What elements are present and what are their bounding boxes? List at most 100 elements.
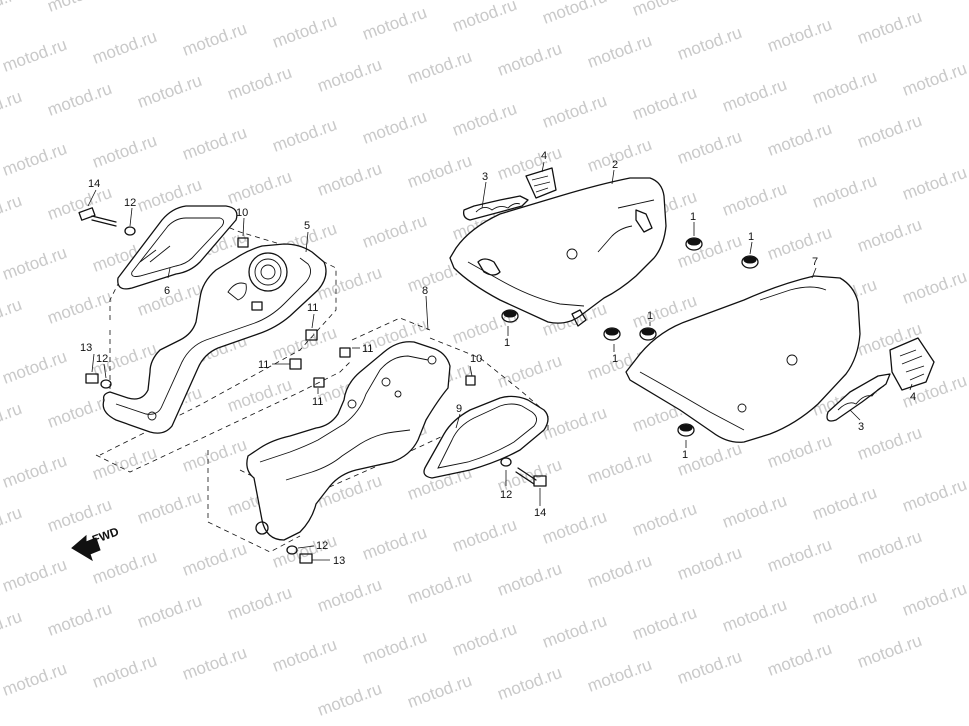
watermark-text: motod.ru [270,635,340,676]
watermark-text: motod.ru [0,139,69,180]
callout-1-f: 1 [682,449,688,461]
watermark-text: motod.ru [135,487,205,528]
watermark-text: motod.ru [0,659,69,700]
watermark-text: motod.ru [450,619,520,660]
watermark-text: motod.ru [45,599,115,640]
watermark-text: motod.ru [0,87,24,128]
watermark-text: motod.ru [360,3,430,44]
callout-12-bottom: 12 [316,540,328,552]
watermark-text: motod.ru [135,591,205,632]
callout-1-a: 1 [690,211,696,223]
watermark-text: motod.ru [360,107,430,148]
watermark-text: motod.ru [810,171,880,212]
watermark-text: motod.ru [225,375,295,416]
watermark-text: motod.ru [0,295,24,336]
callout-11-b: 11 [258,359,269,371]
callout-3-upper: 3 [482,171,488,183]
callout-14-upper: 14 [88,178,100,190]
watermark-text: motod.ru [90,27,160,68]
callout-11-d: 11 [312,396,323,408]
watermark-text: motod.ru [180,123,250,164]
watermark-text: motod.ru [0,399,24,440]
callout-12-center: 12 [500,489,512,501]
watermark-text: motod.ru [495,39,565,80]
watermark-text: motod.ru [765,639,835,680]
watermark-text: motod.ru [855,423,925,464]
watermark-text: motod.ru [0,0,24,24]
watermark-text: motod.ru [720,491,790,532]
watermark-text: motod.ru [225,63,295,104]
watermark-text: motod.ru [540,91,610,132]
callout-10-left: 10 [236,207,248,219]
watermark-text: motod.ru [225,583,295,624]
callout-7: 7 [812,256,818,268]
watermark-text: motod.ru [450,0,520,36]
washer-12-bottom [286,545,298,555]
watermark-text: motod.ru [450,515,520,556]
part-3-emblem-upper [462,195,529,221]
callout-10-center: 10 [470,353,482,365]
watermark-text: motod.ru [720,595,790,636]
watermark-text: motod.ru [45,79,115,120]
callout-12-left: 12 [96,353,108,365]
bolt-14-lower [515,467,547,487]
watermark-text: motod.ru [315,159,385,200]
callout-11-a: 11 [307,302,318,314]
watermark-text: motod.ru [855,631,925,672]
callout-1-e: 1 [647,310,653,322]
watermark-text: motod.ru [180,643,250,684]
watermark-text: motod.ru [360,627,430,668]
part-5-left-cover [102,243,327,434]
callout-14-lower: 14 [534,507,546,519]
grommet-1-d [603,327,621,341]
callout-12-upper: 12 [124,197,136,209]
watermark-text: motod.ru [900,267,969,308]
watermark-text: motod.ru [315,679,385,720]
callout-11-c: 11 [362,343,373,355]
watermark-text: motod.ru [405,47,475,88]
watermark-text: motod.ru [810,587,880,628]
watermark-text: motod.ru [0,243,69,284]
watermark-text: motod.ru [180,435,250,476]
watermark-text: motod.ru [585,135,655,176]
watermark-text: motod.ru [810,483,880,524]
watermark-text: motod.ru [765,535,835,576]
collar-10-center [465,375,476,386]
watermark-text: motod.ru [0,451,69,492]
watermark-text: motod.ru [45,287,115,328]
center-cover-assembly [207,295,549,564]
callout-9: 9 [456,403,462,415]
callout-1-d: 1 [612,353,618,365]
callout-1-b: 1 [748,231,754,243]
watermark-text: motod.ru [90,547,160,588]
fwd-direction-marker: FWD [71,524,121,562]
watermark-text: motod.ru [675,647,745,688]
watermark-text: motod.ru [675,231,745,272]
watermark-text: motod.ru [0,555,69,596]
watermark-text: motod.ru [0,607,24,648]
watermark-text: motod.ru [585,551,655,592]
watermark-text: motod.ru [630,0,700,20]
callout-13-bottom: 13 [333,555,345,567]
callout-6: 6 [164,285,170,297]
nut-11-left-lower [289,358,302,370]
watermark-text: motod.ru [765,223,835,264]
watermark-text: motod.ru [630,499,700,540]
watermark-text: motod.ru [765,119,835,160]
watermark-text: motod.ru [0,503,24,544]
watermark-text: motod.ru [810,67,880,108]
watermark-text: motod.ru [765,15,835,56]
watermark-text: motod.ru [855,215,925,256]
watermark-text: motod.ru [495,351,565,392]
watermark-text: motod.ru [855,111,925,152]
part-2-upper-side-cover [449,177,667,327]
callout-1-c: 1 [504,337,510,349]
callout-3-right: 3 [858,421,864,433]
callout-2: 2 [612,159,618,171]
watermark-text: motod.ru [585,655,655,696]
part-4-plate-right [889,337,935,391]
part-9-window-frame [423,395,549,479]
watermark-text: motod.ru [225,167,295,208]
bolt-13-left [85,373,99,384]
